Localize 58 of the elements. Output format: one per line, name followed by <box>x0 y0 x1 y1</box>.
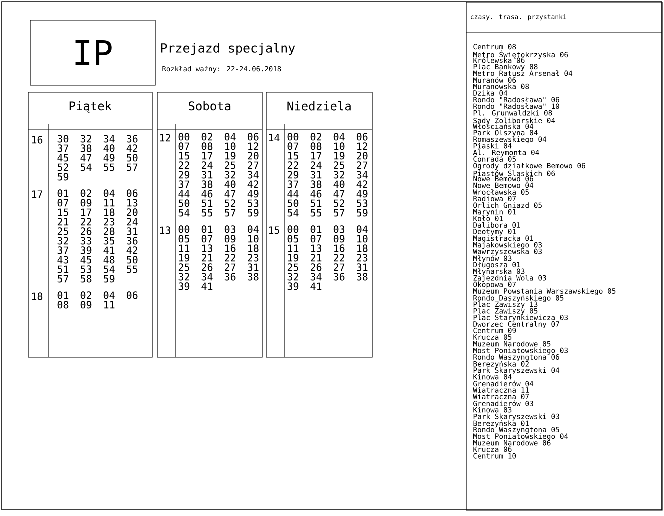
hour-label: 17 <box>32 190 42 198</box>
minutes-row: 45 47 49 50 <box>58 154 138 162</box>
minutes-row: 29 31 32 34 <box>288 171 368 179</box>
minutes-row: 22 24 25 27 <box>178 162 259 170</box>
hour-label: 14 <box>269 134 280 142</box>
minutes-row: 37 38 40 42 <box>288 180 368 188</box>
minutes-row: 22 24 25 27 <box>288 162 368 170</box>
minutes-row: 00 01 03 04 <box>288 226 368 234</box>
minutes-row: 11 13 16 18 <box>288 244 368 252</box>
minutes-row: 32 34 36 38 <box>288 273 368 281</box>
minutes-row: 25 26 27 31 <box>178 264 259 272</box>
hour-label: 18 <box>32 292 43 300</box>
minutes-row: 07 09 11 13 <box>58 199 138 207</box>
minutes-row: 11 13 16 18 <box>179 244 259 252</box>
minutes-row: 54 55 57 59 <box>178 209 259 217</box>
minutes-row: 39 41 <box>288 282 322 290</box>
minutes-row: 37 38 40 42 <box>58 144 138 152</box>
minutes-row: 00 02 04 06 <box>178 133 259 141</box>
minutes-row: 52 54 55 57 <box>58 164 138 172</box>
minutes-row: 30 32 34 36 <box>58 135 138 143</box>
heading: Przejazd specjalny <box>161 43 296 56</box>
minutes-row: 07 08 10 12 <box>178 142 259 150</box>
minutes-row: 37 38 40 42 <box>178 180 259 188</box>
minutes-row: 51 53 54 55 <box>58 266 138 274</box>
minutes-row: 05 07 09 10 <box>178 235 259 243</box>
minutes-row: 29 31 32 34 <box>178 171 259 179</box>
minutes-row: 44 46 47 49 <box>178 190 259 198</box>
minutes-row: 25 26 28 31 <box>58 228 138 236</box>
minutes-row: 54 55 57 59 <box>288 209 368 217</box>
minutes-row: 44 46 47 49 <box>288 190 368 198</box>
minutes-row: 43 45 48 50 <box>58 256 138 264</box>
minutes-row: 15 17 19 20 <box>179 152 259 160</box>
minutes-row: 37 39 41 42 <box>58 246 138 254</box>
minutes-row: 15 17 19 20 <box>288 152 368 160</box>
minutes-row: 21 22 23 24 <box>58 218 138 226</box>
hour-label: 16 <box>32 136 43 144</box>
minutes-row: 59 <box>58 173 69 181</box>
minutes-row: 05 07 09 10 <box>288 235 368 243</box>
minutes-row: 19 21 22 23 <box>288 254 368 262</box>
minutes-row: 00 01 03 04 <box>178 226 259 234</box>
minutes-row: 00 02 04 06 <box>288 133 368 141</box>
minutes-row: 07 08 10 12 <box>288 142 368 150</box>
minutes-row: 32 34 36 38 <box>178 273 259 281</box>
minutes-row: 25 26 27 31 <box>288 264 368 272</box>
minutes-row: 01 02 04 06 <box>58 190 138 198</box>
hour-label: 12 <box>160 134 170 142</box>
minutes-row: 50 51 52 53 <box>178 200 259 208</box>
minutes-row: 08 09 11 <box>58 301 115 309</box>
minutes-row: 32 33 35 36 <box>58 237 138 245</box>
hour-label: 15 <box>269 226 280 234</box>
route-number-box: IP <box>30 20 156 86</box>
minutes-row: 15 17 18 20 <box>58 208 138 216</box>
minutes-row: 01 02 04 06 <box>58 292 138 300</box>
minutes-row: 57 58 59 <box>58 275 115 283</box>
minutes-row: 50 51 52 53 <box>288 200 368 208</box>
minutes-row: 19 21 22 23 <box>179 254 259 262</box>
minutes-row: 39 41 <box>178 282 213 290</box>
hour-label: 13 <box>160 226 170 234</box>
